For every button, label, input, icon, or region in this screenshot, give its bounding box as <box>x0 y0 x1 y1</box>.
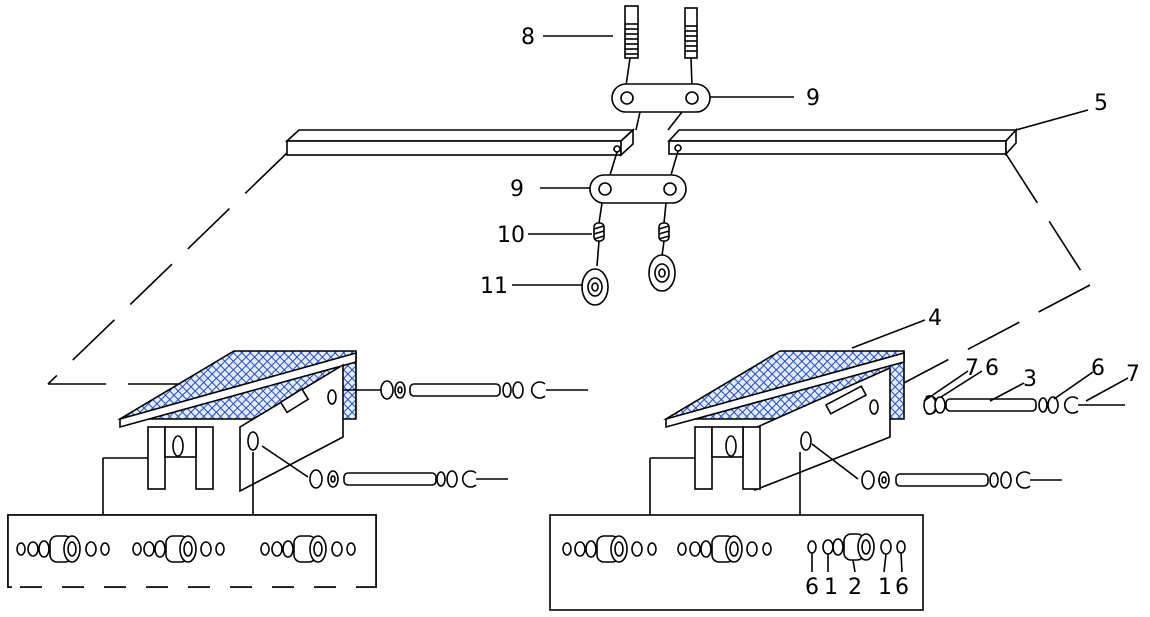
right-upper-pin-set <box>923 395 1125 415</box>
callout-6-left: 6 <box>985 356 999 381</box>
nut-left <box>581 268 609 306</box>
callout-bottom-6b: 6 <box>895 575 909 600</box>
callout-3: 3 <box>1023 367 1037 392</box>
upper-link-plate <box>611 83 711 113</box>
right-bar <box>667 127 1018 157</box>
left-pedal <box>102 350 357 515</box>
callout-bottom-2: 2 <box>848 575 862 600</box>
nut-right <box>648 254 676 292</box>
right-pedal <box>649 350 905 515</box>
callout-bottom-6a: 6 <box>805 575 819 600</box>
callout-9-upper: 9 <box>806 86 820 111</box>
spring-left <box>593 222 605 242</box>
spring-right <box>658 222 670 242</box>
right-bushing-panel <box>549 514 924 611</box>
callout-6-right: 6 <box>1091 356 1105 381</box>
callout-7-left: 7 <box>965 356 979 381</box>
callout-bottom-1a: 1 <box>824 575 838 600</box>
lower-link-plate <box>589 174 687 204</box>
callout-4: 4 <box>928 306 942 331</box>
left-lower-pin-set <box>309 469 508 489</box>
callout-9-lower: 9 <box>510 177 524 202</box>
callout-10: 10 <box>497 223 525 248</box>
left-bushing-panel <box>7 514 377 589</box>
right-lower-pin-set <box>861 470 1062 490</box>
top-bolt-left <box>624 5 639 59</box>
callout-7-right: 7 <box>1126 362 1140 387</box>
left-upper-pin-set <box>343 380 588 400</box>
callout-8: 8 <box>521 25 535 50</box>
callout-11: 11 <box>480 274 508 299</box>
callout-5: 5 <box>1094 91 1108 116</box>
callout-bottom-1b: 1 <box>878 575 892 600</box>
top-bolt-right <box>684 7 698 59</box>
left-bar <box>284 128 636 157</box>
